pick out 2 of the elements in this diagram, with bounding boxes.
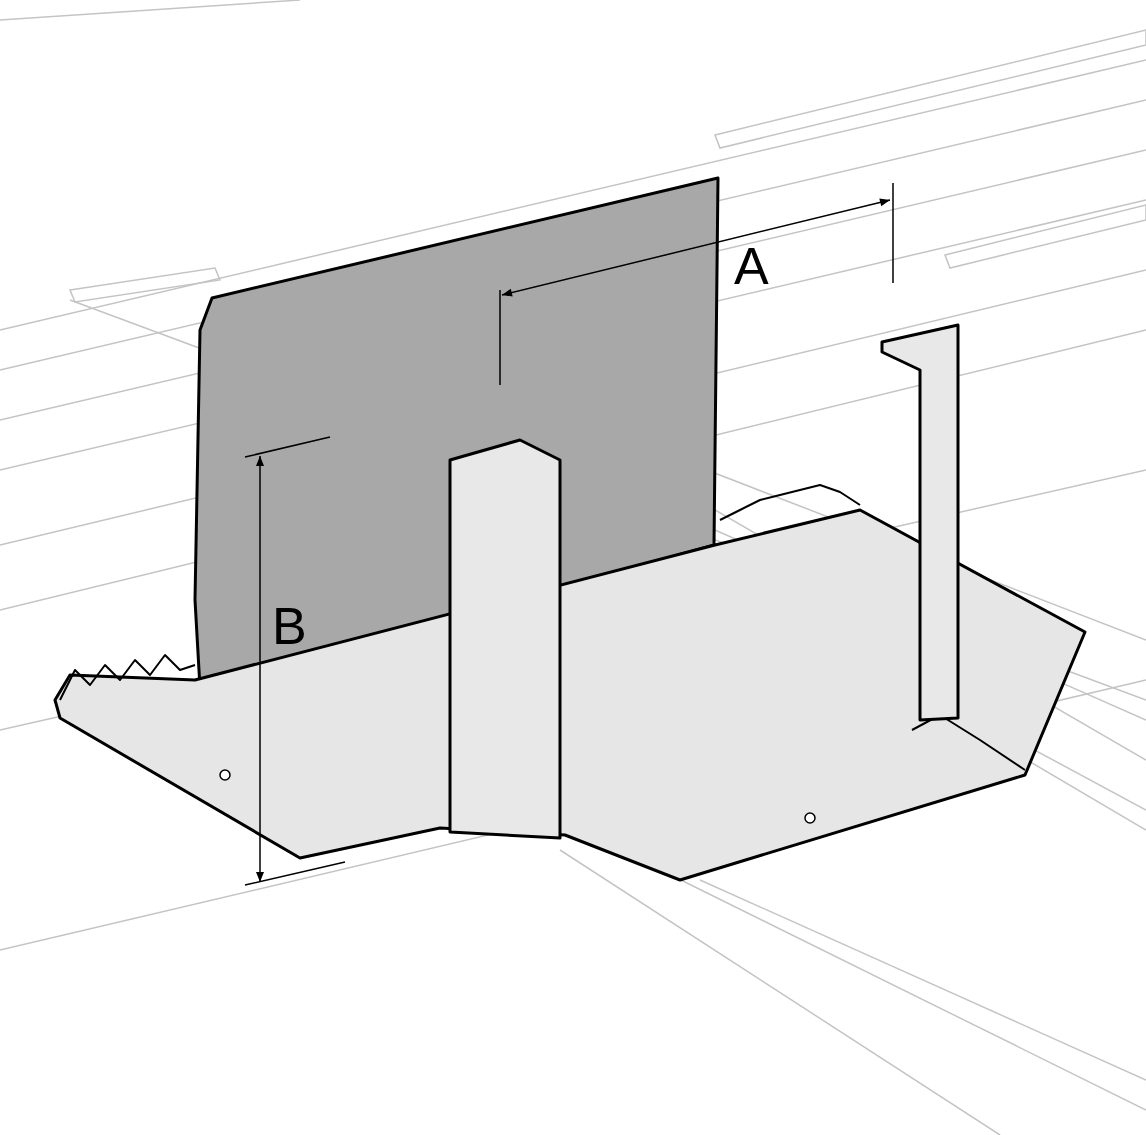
dimension-label: B — [271, 600, 308, 652]
dimension-label: A — [733, 240, 770, 292]
